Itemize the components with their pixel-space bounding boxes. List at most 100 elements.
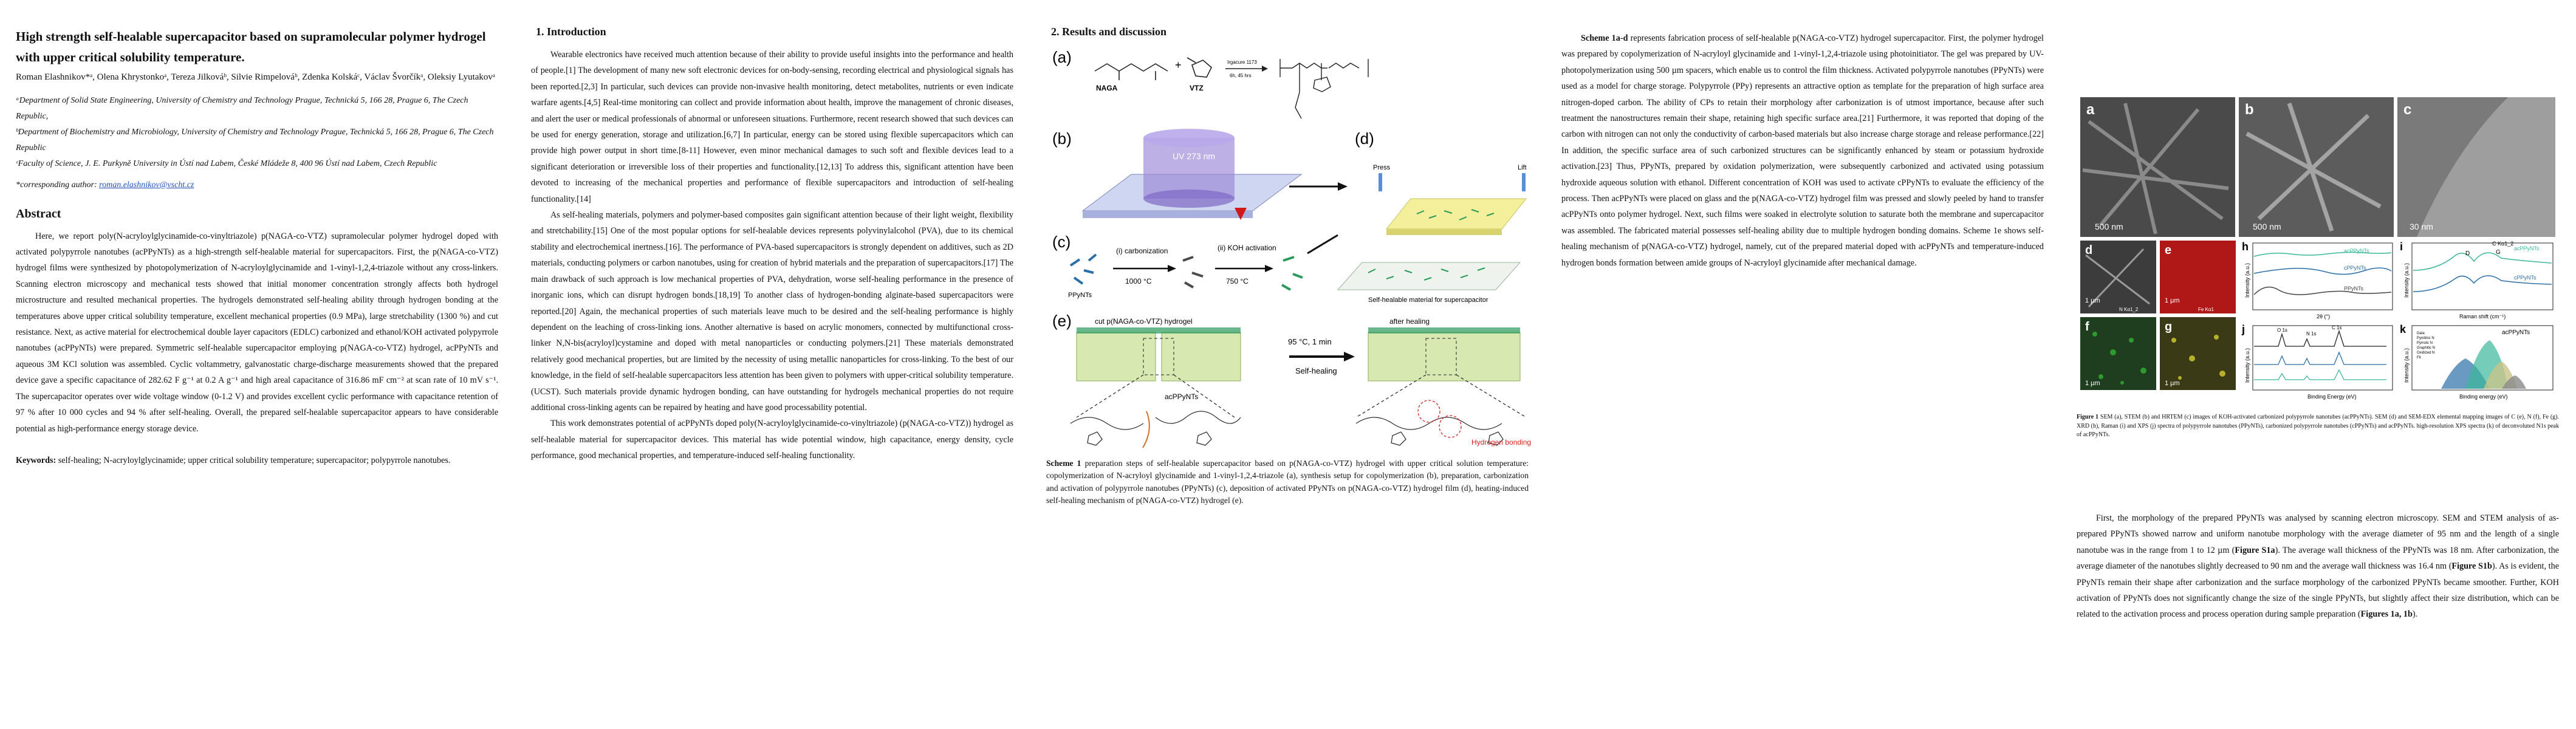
ref-figure-s1b: Figure S1b	[2451, 561, 2492, 572]
cut-hydrogel-label: cut p(NAGA-co-VTZ) hydrogel	[1095, 317, 1193, 326]
xrd-line-ac	[2253, 252, 2392, 257]
scheme-label-a: (a)	[1052, 48, 1072, 66]
n1s-peak-oxidized	[2502, 375, 2526, 389]
scheme-1-caption-label: Scheme 1	[1046, 459, 1081, 468]
morph-text-c: ). As is evident, the PPyNTs remain thei…	[2077, 561, 2560, 620]
raman-series-ac: acPPyNTs	[2514, 245, 2540, 252]
raman-line-c	[2413, 275, 2552, 292]
panel-letter-k: k	[2400, 323, 2406, 335]
page-2: 1. Introduction Wearable electronics hav…	[515, 0, 1029, 729]
corresponding-prefix: *corresponding author:	[16, 180, 100, 190]
scheme-label-c: (c)	[1052, 233, 1070, 251]
edx-label-c: C Kα1_2	[2492, 241, 2513, 247]
intro-paragraph-1: Wearable electronics have received much …	[531, 50, 1013, 204]
acppynts-sticks	[1281, 256, 1303, 291]
n1s-legend-oxidized: Oxidized N	[2417, 351, 2434, 355]
uv-setup	[1081, 129, 1303, 220]
edx-map-n	[2080, 317, 2156, 390]
xrd-series-c: cPPyNTs	[2344, 265, 2366, 271]
uv-wavelength: UV 273 nm	[1173, 151, 1215, 161]
step-arrow-c	[1307, 234, 1338, 255]
n1s-legend-data: Data	[2417, 332, 2425, 335]
irgacure-label: Irgacure 1173	[1227, 60, 1257, 65]
n1s-legend-fit: Fit	[2417, 356, 2421, 360]
hydrogen-bonding-label: Hydrogen bonding	[1471, 438, 1531, 447]
scheme-description-lead: Scheme 1a-d	[1581, 33, 1628, 43]
edx-label-fe: Fe Kα1	[2198, 307, 2215, 312]
affiliation-c: ᶜFaculty of Science, J. E. Purkyně Unive…	[16, 159, 437, 168]
xps-plot-frame	[2252, 325, 2393, 391]
press-label: Press	[1373, 164, 1391, 171]
n1s-y-label: Intensity (a.u.)	[2403, 348, 2410, 383]
xrd-plot-frame	[2252, 242, 2393, 310]
page-1: High strength self-healable supercapacit…	[0, 0, 514, 729]
affiliation-b: ᵇDepartment of Biochemistry and Microbio…	[16, 127, 494, 152]
scale-bar-b: 500 nm	[2253, 222, 2281, 231]
xps-peak-o1s: O 1s	[2277, 327, 2287, 333]
raman-peak-d: D	[2465, 250, 2470, 257]
panel-letter-g: g	[2165, 320, 2172, 334]
edx-map-c	[2160, 241, 2236, 313]
figure-1: a 500 nm b 500 nm c 30 nm d 1 µm N Kα1_2…	[2077, 97, 2559, 438]
morph-text-a: First, the morphology of the prepared PP…	[2077, 513, 2559, 555]
panel-letter-j: j	[2241, 323, 2245, 335]
naga-label: NAGA	[1096, 84, 1118, 92]
plus-sign: +	[1175, 59, 1182, 71]
transfer-film	[1385, 198, 1527, 235]
abstract-heading: Abstract	[16, 207, 61, 221]
keywords-list: self-healing; N-acryloylglycinamide; upp…	[56, 455, 451, 465]
raman-plot-frame	[2411, 242, 2554, 310]
raman-series-c: cPPyNTs	[2514, 275, 2537, 281]
raman-x-label: Raman shift (cm⁻¹)	[2459, 313, 2506, 320]
page-5: a 500 nm b 500 nm c 30 nm d 1 µm N Kα1_2…	[2061, 0, 2575, 729]
scheme-label-d: (d)	[1355, 129, 1374, 148]
xps-line-ac	[2254, 369, 2386, 380]
uv-beam	[1143, 138, 1235, 199]
koh-label: (ii) KOH activation	[1218, 244, 1276, 252]
scale-bar-f: 1 µm	[2085, 380, 2100, 387]
vtz-structure	[1187, 57, 1212, 78]
lift-label: Lift	[1518, 164, 1527, 171]
molecular-network-healed	[1355, 374, 1527, 446]
figure-1-caption-label: Figure 1	[2077, 414, 2099, 420]
sem-image-a	[2080, 97, 2235, 237]
healing-condition: 95 °C, 1 min	[1288, 337, 1332, 346]
scheme-label-e: (e)	[1052, 312, 1072, 330]
ppynts-sticks	[1069, 253, 1097, 285]
scale-bar-a: 500 nm	[2095, 222, 2123, 231]
raman-y-label: Intensity (a.u.)	[2403, 263, 2410, 298]
xps-x-label: Binding Energy (eV)	[2307, 394, 2357, 400]
page-3: 2. Results and discussion (a) NAGA + VTZ…	[1030, 0, 1544, 729]
results-heading: 2. Results and discussion	[1051, 26, 1167, 38]
corresponding-email-link[interactable]: roman.elashnikov@vscht.cz	[99, 180, 194, 190]
activation-temp: 750 °C	[1226, 277, 1249, 286]
intro-heading: 1. Introduction	[536, 26, 606, 38]
n1s-plot-frame	[2411, 325, 2554, 391]
scheme-1-caption: Scheme 1 preparation steps of self-heala…	[1046, 457, 1529, 507]
final-film	[1337, 262, 1521, 290]
xrd-series-p: PPyNTs	[2344, 286, 2364, 292]
xps-line-p	[2254, 329, 2386, 347]
reaction-arrowhead	[1262, 66, 1268, 72]
morph-text-b: ). The average wall thickness of the PPy…	[2077, 545, 2559, 572]
panel-letter-i: i	[2400, 241, 2403, 253]
scheme-description-text: represents fabrication process of self-h…	[1561, 33, 2044, 268]
affiliation-a: ᵃDepartment of Solid State Engineering, …	[16, 96, 468, 122]
xps-peak-c1s: C 1s	[2332, 325, 2341, 330]
panel-letter-h: h	[2242, 241, 2249, 253]
morph-text-d: ).	[2412, 609, 2418, 620]
figure-1-caption-text: SEM (a), STEM (b) and HRTEM (c) images o…	[2077, 414, 2559, 438]
author-list: Roman Elashnikov*ᵃ, Olena Khrystonkoᵃ, T…	[16, 72, 496, 83]
morphology-paragraph: First, the morphology of the prepared PP…	[2077, 510, 2559, 623]
panel-letter-b: b	[2245, 101, 2254, 118]
ref-figures-1a-1b: Figures 1a, 1b	[2360, 609, 2413, 620]
xrd-series-ac: acPPyNTs	[2344, 248, 2369, 254]
copolymer-structure	[1279, 59, 1369, 119]
scale-bar-c: 30 nm	[2410, 222, 2433, 231]
xrd-line-c	[2253, 267, 2392, 275]
edx-map-fe	[2160, 317, 2236, 390]
scale-bar-e: 1 µm	[2165, 297, 2180, 304]
keywords: Keywords: self-healing; N-acryloylglycin…	[16, 453, 498, 468]
paper-title: High strength self-healable supercapacit…	[16, 29, 486, 64]
cppynts-sticks	[1182, 256, 1204, 289]
